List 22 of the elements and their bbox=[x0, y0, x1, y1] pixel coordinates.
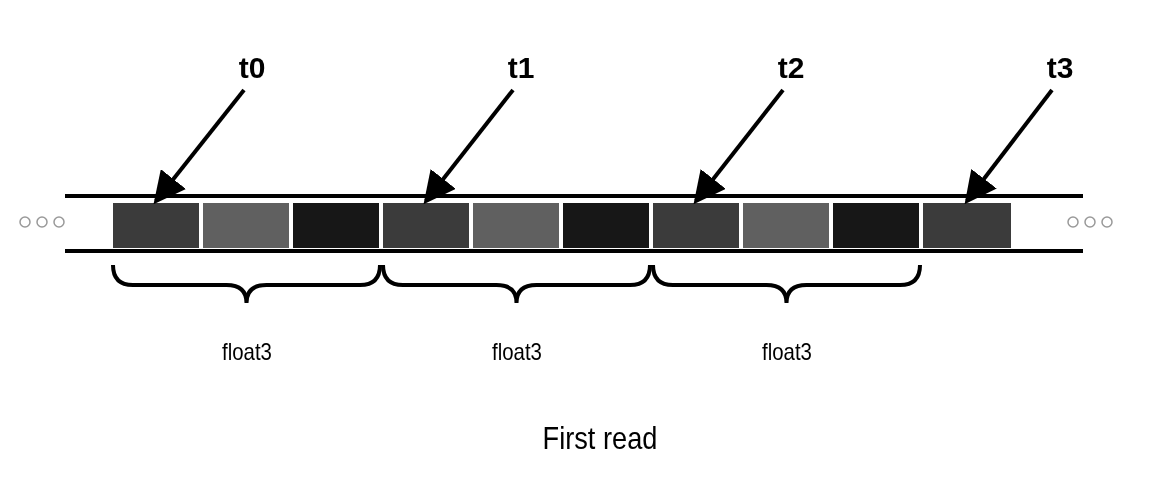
thread-label: t2 bbox=[761, 50, 821, 86]
memory-cell bbox=[293, 203, 379, 248]
arrow bbox=[423, 88, 515, 205]
memory-cell bbox=[473, 203, 559, 248]
memory-cell bbox=[383, 203, 469, 248]
arrow bbox=[693, 88, 785, 205]
memory-cell bbox=[833, 203, 919, 248]
thread-label: t3 bbox=[1030, 50, 1090, 86]
memory-cell bbox=[563, 203, 649, 248]
memory-cell bbox=[653, 203, 739, 248]
memory-cell bbox=[743, 203, 829, 248]
thread-label: t0 bbox=[222, 50, 282, 86]
arrow bbox=[153, 88, 246, 205]
memory-cell bbox=[923, 203, 1011, 248]
group-label: float3 bbox=[490, 338, 543, 366]
group-label: float3 bbox=[220, 338, 273, 366]
group-label: float3 bbox=[760, 338, 813, 366]
arrow bbox=[964, 88, 1054, 205]
thread-label: t1 bbox=[491, 50, 551, 86]
memory-cell bbox=[203, 203, 289, 248]
caption: First read bbox=[541, 420, 659, 457]
memory-cell bbox=[113, 203, 199, 248]
